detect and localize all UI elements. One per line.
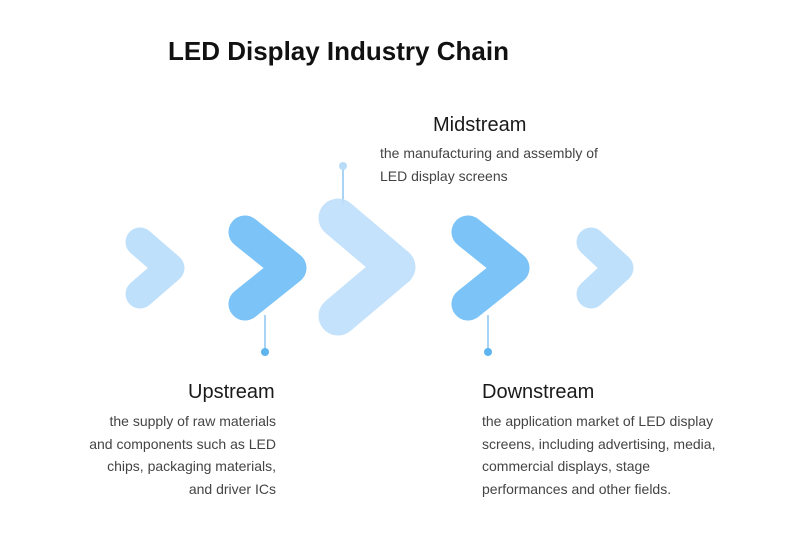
upstream-label: Upstream	[188, 381, 275, 403]
chevron-5-light	[576, 227, 634, 309]
chevron-2-upstream	[228, 215, 307, 321]
midstream-description-line: the manufacturing and assembly of	[380, 145, 598, 161]
upstream-description-line: chips, packaging materials,	[107, 458, 276, 474]
downstream-description-line: the application market of LED display	[482, 413, 714, 429]
upstream-description-line: and driver ICs	[188, 480, 276, 497]
chevron-3-midstream	[318, 198, 416, 336]
midstream-label: Midstream	[433, 114, 527, 136]
diagram-title: LED Display Industry Chain	[168, 36, 509, 66]
downstream-description-line: commercial displays, stage	[482, 458, 651, 474]
midstream-description: the manufacturing and assembly of LED di…	[380, 142, 598, 187]
chevron-1-light	[125, 227, 185, 309]
downstream-description-line: performances and other fields.	[482, 480, 672, 497]
midstream-connector-dot	[339, 162, 347, 170]
downstream-label: Downstream	[482, 381, 595, 403]
downstream-description: the application market of LED display sc…	[482, 410, 715, 500]
chevron-4-downstream	[451, 215, 530, 321]
upstream-description: the supply of raw materials and componen…	[60, 410, 276, 500]
upstream-description-line: the supply of raw materials	[109, 413, 276, 429]
downstream-connector-dot	[484, 348, 492, 356]
downstream-description-line: screens, including advertising, media,	[482, 435, 716, 452]
upstream-connector-dot	[261, 348, 269, 356]
midstream-description-line: LED display screens	[380, 167, 508, 184]
upstream-description-line: and components such as LED	[89, 435, 276, 452]
